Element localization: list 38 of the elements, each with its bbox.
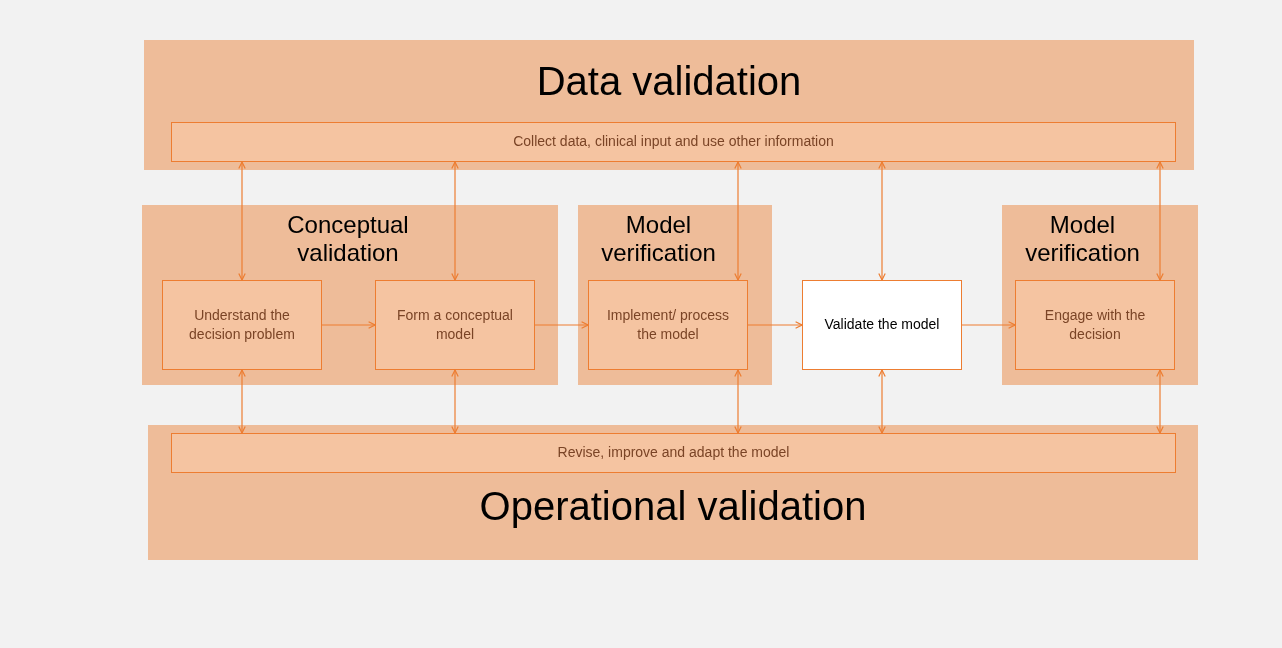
process-text: Engage with the decision — [1043, 305, 1147, 344]
stage-heading: Operational validation — [478, 483, 868, 529]
process-text: Implement/ process the model — [605, 305, 731, 344]
arrow — [734, 161, 742, 281]
stage-heading: Model verification — [600, 211, 717, 267]
arrow — [878, 161, 886, 281]
process-box — [171, 122, 1176, 162]
stage-band — [1002, 205, 1198, 385]
arrow — [734, 369, 742, 434]
arrow — [238, 161, 246, 281]
stage-band — [148, 425, 1198, 560]
arrow — [747, 321, 803, 329]
process-text: Collect data, clinical input and use other information — [513, 132, 834, 152]
arrow — [534, 321, 589, 329]
process-box — [802, 280, 962, 370]
arrow — [321, 321, 376, 329]
stage-heading: Conceptual validation — [286, 211, 410, 267]
process-text: Understand the decision problem — [188, 305, 296, 344]
arrow — [451, 161, 459, 281]
stage-heading: Model verification — [1024, 211, 1141, 267]
stage-heading: Data validation — [535, 58, 803, 104]
arrow — [451, 369, 459, 434]
process-box — [162, 280, 322, 370]
arrow — [1156, 369, 1164, 434]
process-box — [171, 433, 1176, 473]
stage-band — [578, 205, 772, 385]
stage-band — [144, 40, 1194, 170]
process-box — [375, 280, 535, 370]
arrow — [238, 369, 246, 434]
process-box — [588, 280, 748, 370]
arrow — [961, 321, 1016, 329]
arrow — [878, 369, 886, 434]
process-box — [1015, 280, 1175, 370]
process-text: Validate the model — [824, 315, 940, 335]
process-text: Revise, improve and adapt the model — [557, 443, 790, 463]
process-text: Form a conceptual model — [396, 305, 514, 344]
arrow — [1156, 161, 1164, 281]
stage-band — [142, 205, 558, 385]
